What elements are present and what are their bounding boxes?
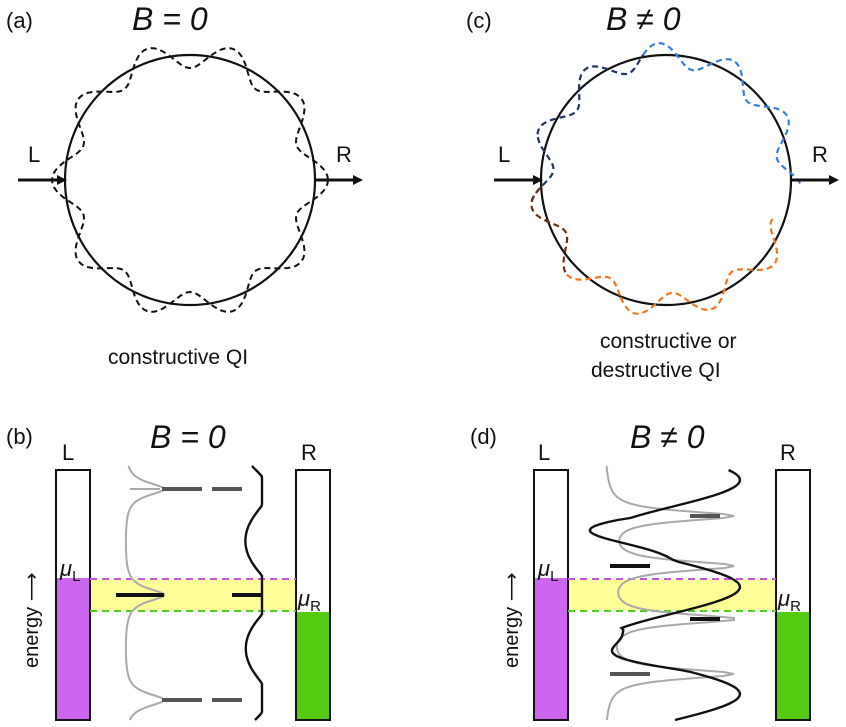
- panel-b-label: (b): [6, 424, 33, 449]
- lead-right-label-c: R: [812, 142, 828, 167]
- panel-c: (c) B ≠ 0 L R constructive or destructiv…: [466, 1, 839, 382]
- lead-right-box-b: [295, 469, 331, 721]
- caption-c-line2: destructive QI: [591, 359, 721, 382]
- mu-left-label-b: μL: [59, 556, 80, 585]
- lead-left-label-a: L: [28, 142, 40, 167]
- panel-d-label: (d): [470, 424, 497, 449]
- wavefunction-c-segment: [536, 54, 645, 135]
- caption-c-line1: constructive or: [600, 330, 737, 353]
- lead-right-box-d: [775, 469, 811, 721]
- lead-right-fill-b: [296, 612, 330, 720]
- lead-right-fill-d: [776, 612, 810, 720]
- dos-gray-d: [605, 465, 735, 721]
- panel-c-label: (c): [466, 8, 492, 33]
- lead-left-box-d: [533, 469, 569, 721]
- lead-right-title-d: R: [780, 440, 796, 465]
- energy-axis-label-d: energy ⟶: [501, 573, 523, 668]
- panel-b: (b) B = 0 L R energy ⟶ μL μR: [6, 419, 331, 721]
- caption-a: constructive QI: [108, 346, 248, 369]
- ring-c: [539, 53, 793, 307]
- panel-a: (a) B = 0 L R constructive QI: [6, 1, 363, 369]
- wavefunction-a: [50, 47, 329, 313]
- wavefunction-c-segment: [530, 184, 569, 273]
- lead-right-label-a: R: [336, 142, 352, 167]
- energy-axis-label-b: energy ⟶: [21, 573, 43, 668]
- transmission-curve-b: [244, 465, 264, 721]
- panel-b-field-label: B = 0: [150, 419, 226, 455]
- lead-right-title-b: R: [301, 440, 317, 465]
- lead-left-label-c: L: [498, 142, 510, 167]
- lead-left-fill-b: [56, 578, 90, 720]
- mu-left-label-d: μL: [537, 556, 558, 585]
- bias-window-d: [568, 579, 776, 610]
- panel-a-field-label: B = 0: [132, 1, 208, 37]
- panel-c-field-label: B ≠ 0: [606, 1, 681, 37]
- lead-left-title-d: L: [538, 440, 550, 465]
- lead-left-box-b: [55, 469, 91, 721]
- wavefunction-c-segment: [618, 218, 779, 315]
- mu-right-label-d: μR: [777, 586, 801, 615]
- panel-d-field-label: B ≠ 0: [630, 419, 705, 455]
- wavefunction-c: [530, 42, 803, 315]
- wavefunction-c-segment: [642, 42, 803, 188]
- panel-d: (d) B ≠ 0 L R energy ⟶ μL μR: [470, 419, 811, 722]
- mu-right-label-b: μR: [297, 586, 321, 615]
- transmission-curve-d: [588, 468, 742, 722]
- lead-left-fill-d: [534, 578, 568, 720]
- lead-left-title-b: L: [62, 440, 74, 465]
- wavefunction-c-segment: [564, 271, 622, 296]
- panel-a-label: (a): [6, 8, 33, 33]
